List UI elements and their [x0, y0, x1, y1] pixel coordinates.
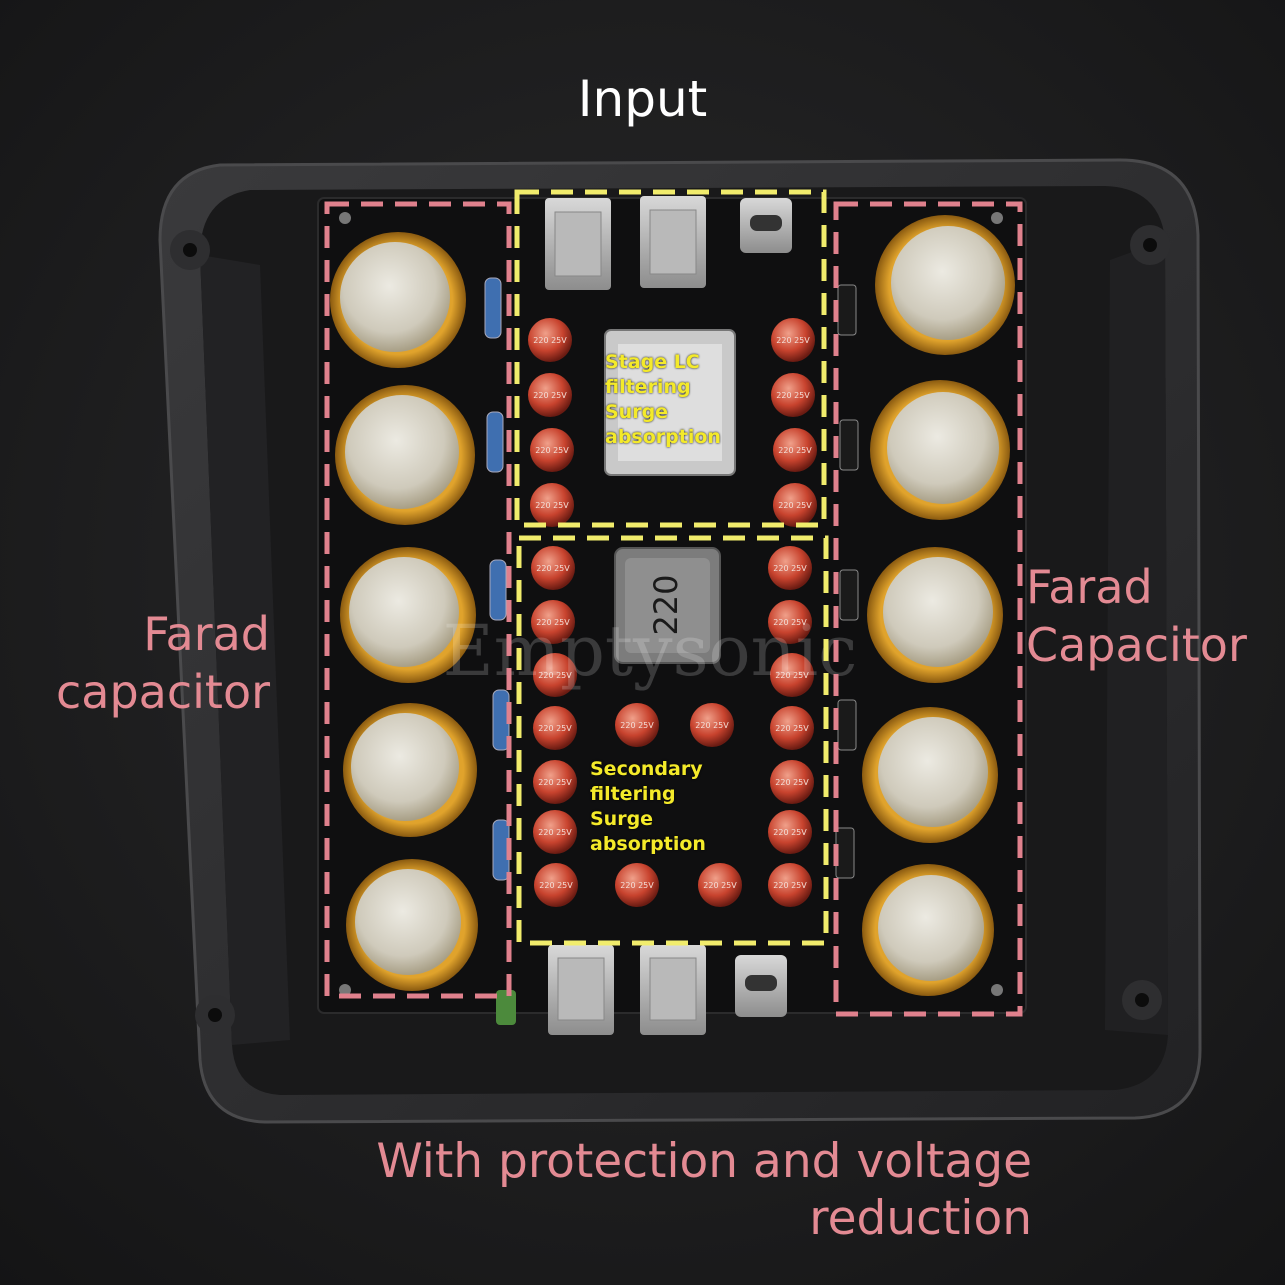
small-capacitor [770, 706, 814, 750]
small-capacitor-marking: 220 25V [776, 391, 810, 400]
left-farad-capacitor-label: Farad capacitor [55, 607, 270, 719]
right-farad-capacitor-label: Farad Capacitor [1026, 560, 1247, 672]
small-capacitor [773, 428, 817, 472]
small-capacitor-marking: 220 25V [775, 778, 809, 787]
small-capacitor [530, 428, 574, 472]
small-capacitor-marking: 220 25V [533, 391, 567, 400]
small-capacitor [528, 318, 572, 362]
small-capacitor-marking: 220 25V [535, 501, 569, 510]
small-capacitor [771, 318, 815, 362]
small-capacitor [698, 863, 742, 907]
upper-stage-label: Stage LC filtering Surge absorption [605, 351, 721, 448]
small-capacitor [768, 810, 812, 854]
small-capacitor [768, 863, 812, 907]
small-capacitor-marking: 220 25V [535, 446, 569, 455]
small-capacitor-marking: 220 25V [778, 446, 812, 455]
small-capacitor-marking: 220 25V [538, 828, 572, 837]
small-capacitor-marking: 220 25V [536, 618, 570, 627]
input-label: Input [577, 70, 708, 128]
small-capacitor-marking: 220 25V [538, 778, 572, 787]
small-capacitor [533, 760, 577, 804]
small-capacitor-marking: 220 25V [538, 671, 572, 680]
small-capacitor-marking: 220 25V [775, 724, 809, 733]
small-capacitor-marking: 220 25V [533, 336, 567, 345]
small-capacitor [533, 653, 577, 697]
small-capacitor-marking: 220 25V [539, 881, 573, 890]
small-capacitor [533, 706, 577, 750]
small-capacitor [768, 546, 812, 590]
small-capacitor-marking: 220 25V [773, 828, 807, 837]
small-capacitor [531, 600, 575, 644]
small-capacitor-marking: 220 25V [773, 618, 807, 627]
small-capacitor-marking: 220 25V [538, 724, 572, 733]
small-capacitor [528, 373, 572, 417]
small-capacitor [690, 703, 734, 747]
small-capacitor [615, 863, 659, 907]
small-capacitor-marking: 220 25V [773, 564, 807, 573]
small-capacitor [533, 810, 577, 854]
small-capacitor-marking: 220 25V [776, 336, 810, 345]
output-label: With protection and voltage reduction [376, 1134, 1032, 1246]
small-capacitor [530, 483, 574, 527]
small-capacitor-marking: 220 25V [703, 881, 737, 890]
small-capacitor [770, 760, 814, 804]
small-capacitor [770, 653, 814, 697]
small-capacitor [531, 546, 575, 590]
small-capacitor-marking: 220 25V [775, 671, 809, 680]
small-capacitor [771, 373, 815, 417]
small-capacitor-marking: 220 25V [620, 721, 654, 730]
small-capacitor [534, 863, 578, 907]
small-capacitor-marking: 220 25V [536, 564, 570, 573]
inductor-marking: 220 [647, 574, 685, 635]
small-capacitor [768, 600, 812, 644]
lower-stage-label: Secondary filtering Surge absorption [590, 758, 706, 855]
small-capacitor-marking: 220 25V [773, 881, 807, 890]
small-capacitor [773, 483, 817, 527]
small-capacitor-marking: 220 25V [620, 881, 654, 890]
small-capacitor-marking: 220 25V [778, 501, 812, 510]
small-capacitor [615, 703, 659, 747]
small-capacitor-marking: 220 25V [695, 721, 729, 730]
watermark: Emptysonic [443, 610, 858, 692]
